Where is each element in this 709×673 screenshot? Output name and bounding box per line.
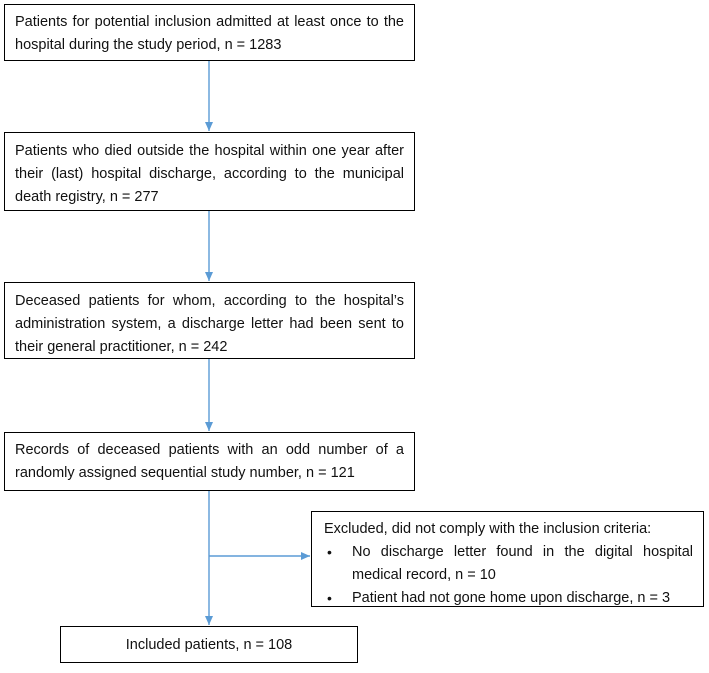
box-discharge-letter-sent: Deceased patients for whom, according to… <box>4 282 415 359</box>
box-included-patients-text: Included patients, n = 108 <box>125 637 293 653</box>
box-included-patients: Included patients, n = 108 <box>60 626 358 663</box>
box-died-outside-hospital: Patients who died outside the hospital w… <box>4 132 415 211</box>
box-odd-study-number-text: Records of deceased patients with an odd… <box>15 442 404 481</box>
box-odd-study-number: Records of deceased patients with an odd… <box>4 432 415 491</box>
excluded-item-text: No discharge letter found in the digital… <box>352 544 693 583</box>
excluded-list: • No discharge letter found in the digit… <box>324 541 693 610</box>
box-discharge-letter-sent-text: Deceased patients for whom, according to… <box>15 293 404 355</box>
bullet-icon: • <box>327 590 332 606</box>
box-died-outside-hospital-text: Patients who died outside the hospital w… <box>15 143 404 205</box>
bullet-icon: • <box>327 544 332 560</box>
excluded-title: Excluded, did not comply with the inclus… <box>324 521 652 537</box>
excluded-item: • No discharge letter found in the digit… <box>324 541 693 587</box>
box-excluded: Excluded, did not comply with the inclus… <box>311 511 704 607</box>
excluded-item: • Patient had not gone home upon dischar… <box>324 587 693 610</box>
excluded-item-text: Patient had not gone home upon discharge… <box>352 590 671 606</box>
box-potential-inclusion: Patients for potential inclusion admitte… <box>4 4 415 61</box>
box-potential-inclusion-text: Patients for potential inclusion admitte… <box>15 14 404 53</box>
